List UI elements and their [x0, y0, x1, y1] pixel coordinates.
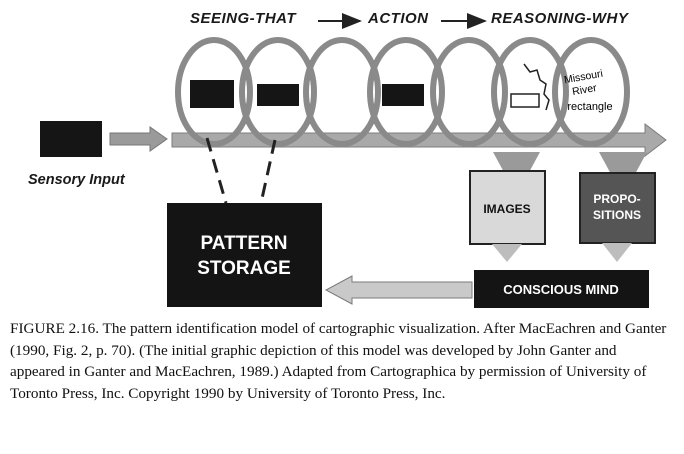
conscious-mind-box: [474, 270, 649, 308]
pattern-identification-diagram: SEEING-THAT ACTION REASONING-WHY: [28, 10, 667, 308]
loop-shape-1: [190, 80, 234, 108]
images-lower-arrow: [492, 244, 522, 262]
diagram-canvas: Missouri River rectangle IMAGES PROPO- S…: [28, 13, 667, 308]
dashed-link-1: [205, 137, 228, 204]
sensory-input-label: Sensory Input: [28, 172, 126, 188]
loop-text-rectangle: rectangle: [567, 101, 612, 113]
rectangle-outline-shape: [510, 93, 540, 108]
figure-caption: FIGURE 2.16. The pattern identification …: [10, 318, 674, 404]
sensory-input-shape: [40, 121, 102, 157]
propositions-box-label-2: SITIONS: [593, 208, 641, 222]
loop-text-river: River: [571, 82, 598, 98]
loop-1: [175, 37, 253, 147]
loop-4: [367, 37, 445, 147]
propositions-box-label-1: PROPO-: [593, 192, 640, 206]
images-box: [469, 170, 546, 245]
pattern-storage-box: [167, 203, 322, 307]
pattern-storage-label-2: STORAGE: [197, 258, 291, 279]
dashed-link-2: [259, 139, 277, 204]
caption-text: The pattern identification model of cart…: [10, 320, 667, 402]
images-box-label: IMAGES: [483, 202, 530, 216]
propositions-down-arrow: [599, 152, 647, 176]
return-arrow: [324, 275, 473, 305]
conscious-mind-label: CONSCIOUS MIND: [503, 282, 619, 297]
loop-5: [430, 37, 508, 147]
stage-label-seeing-that: SEEING-THAT: [190, 10, 297, 27]
loop-2: [239, 37, 317, 147]
sensory-input-arrow: [109, 126, 168, 152]
loop-shape-4: [382, 84, 424, 106]
pattern-storage-label-1: PATTERN: [201, 233, 288, 254]
stage-label-action: ACTION: [368, 10, 429, 27]
loop-shape-2: [257, 84, 299, 106]
stage-label-reasoning-why: REASONING-WHY: [491, 10, 629, 27]
figure-number: FIGURE 2.16.: [10, 320, 100, 337]
river-line-shape: [523, 63, 550, 111]
loop-chain: [175, 37, 630, 147]
loop-3: [303, 37, 381, 147]
loop-7: [552, 37, 630, 147]
propositions-lower-arrow: [602, 243, 632, 262]
propositions-box: [579, 172, 656, 244]
loop-6: [491, 37, 569, 147]
